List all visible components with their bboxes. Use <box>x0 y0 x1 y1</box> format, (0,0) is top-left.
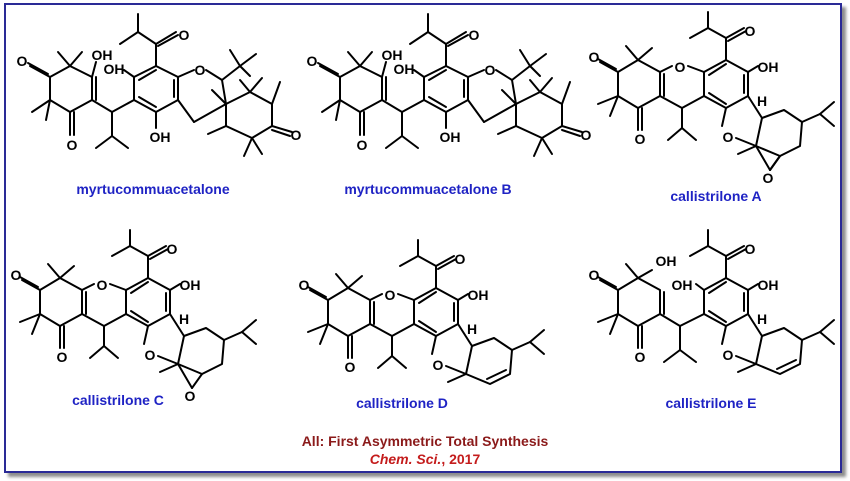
atom-oh: OH <box>150 129 171 145</box>
atom-oh: OH <box>382 47 403 63</box>
atom-oh: OH <box>758 277 779 293</box>
atom-o: O <box>185 388 196 404</box>
atom-o: O <box>179 27 190 43</box>
footer-synthesis-note: All: First Asymmetric Total Synthesis <box>301 433 549 449</box>
atom-o: O <box>145 347 156 363</box>
atom-h: H <box>757 93 767 109</box>
atom-o: O <box>195 62 206 78</box>
atom-o: O <box>675 59 686 75</box>
atom-o: O <box>67 137 78 153</box>
atom-o: O <box>97 277 108 293</box>
atom-o: O <box>581 127 592 143</box>
structure-myrtucommuacetalone-b <box>317 13 583 157</box>
atom-o: O <box>291 127 302 143</box>
compound-label: myrtucommuacetalone <box>76 181 230 197</box>
journal-name: Chem. Sci. <box>369 451 442 467</box>
atom-o: O <box>723 347 734 363</box>
structure-callistrilone-d <box>307 239 545 385</box>
atom-oh: OH <box>394 61 415 77</box>
atom-o: O <box>723 129 734 145</box>
atom-o: O <box>589 267 600 283</box>
atom-o: O <box>745 241 756 257</box>
atom-o: O <box>307 53 318 69</box>
atom-oh: OH <box>104 61 125 77</box>
structure-callistrilone-a <box>597 11 835 171</box>
compound-label: callistrilone A <box>670 188 762 204</box>
footer-citation: Chem. Sci., 2017 <box>370 451 481 467</box>
atom-h: H <box>757 311 767 327</box>
atom-oh: OH <box>92 47 113 63</box>
atom-oh: OH <box>440 129 461 145</box>
atom-o: O <box>589 49 600 65</box>
compound-label: callistrilone C <box>72 392 164 408</box>
atom-o: O <box>57 349 68 365</box>
atom-o: O <box>469 27 480 43</box>
atom-o: O <box>17 53 28 69</box>
structure-callistrilone-c <box>19 229 257 389</box>
atom-o: O <box>635 131 646 147</box>
atom-o: O <box>385 287 396 303</box>
atom-o: O <box>11 267 22 283</box>
atom-o: O <box>167 241 178 257</box>
compound-label: myrtucommuacetalone B <box>344 181 512 197</box>
atom-h: H <box>467 321 477 337</box>
atom-h: H <box>179 311 189 327</box>
atom-o: O <box>455 251 466 267</box>
atom-o: O <box>299 277 310 293</box>
atom-o: O <box>433 357 444 373</box>
atom-oh: OH <box>180 277 201 293</box>
compound-label: callistrilone E <box>665 395 757 411</box>
atom-oh: OH <box>758 59 779 75</box>
atom-o: O <box>485 62 496 78</box>
atom-oh: OH <box>468 287 489 303</box>
structure-callistrilone-e <box>597 229 835 375</box>
atom-o: O <box>635 349 646 365</box>
atom-o: O <box>357 137 368 153</box>
atom-o: O <box>745 23 756 39</box>
compound-label: callistrilone D <box>356 395 448 411</box>
atom-o: O <box>345 359 356 375</box>
citation-year: , 2017 <box>441 451 481 467</box>
atom-oh: OH <box>672 277 693 293</box>
atom-oh: OH <box>656 253 677 269</box>
structure-myrtucommuacetalone <box>27 13 293 157</box>
atom-o: O <box>763 170 774 186</box>
